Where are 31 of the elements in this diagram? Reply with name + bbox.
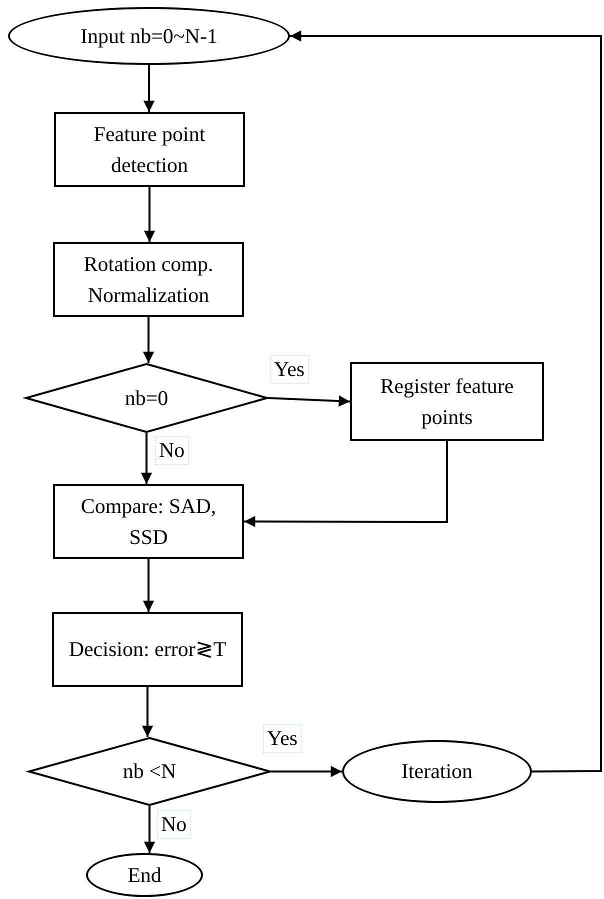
arrow (271, 766, 342, 778)
node-label: Rotation comp. Normalization (82, 251, 214, 308)
process-box (350, 362, 544, 441)
process-box (52, 612, 243, 687)
node-label: nb <N (122, 758, 178, 786)
node-label: Feature point detection (92, 121, 206, 178)
process-box (54, 112, 245, 187)
arrow (140, 433, 152, 484)
node-label: Input nb=0~N-1 (80, 22, 218, 50)
node-label: Decision: error≷T (68, 636, 228, 664)
arrow (290, 30, 602, 772)
node-label: nb=0 (124, 384, 170, 412)
edge-label: No (155, 436, 189, 466)
edge-label: Yes (270, 355, 309, 384)
arrow (244, 441, 448, 528)
process-box (53, 484, 244, 559)
arrow (142, 687, 154, 737)
process-box (53, 242, 244, 317)
node-label: Iteration (400, 758, 474, 786)
arrow (142, 317, 154, 363)
arrow (143, 65, 155, 112)
node-label: Register feature points (379, 373, 515, 430)
arrow (144, 187, 156, 242)
arrow (144, 806, 156, 853)
node-label: Compare: SAD, SSD (80, 493, 218, 550)
node-label: End (126, 862, 162, 889)
edge-label: Yes (263, 724, 302, 754)
arrow (268, 395, 350, 407)
edge-label: No (157, 810, 191, 840)
arrow (142, 559, 154, 612)
decision-diamond (25, 363, 268, 433)
